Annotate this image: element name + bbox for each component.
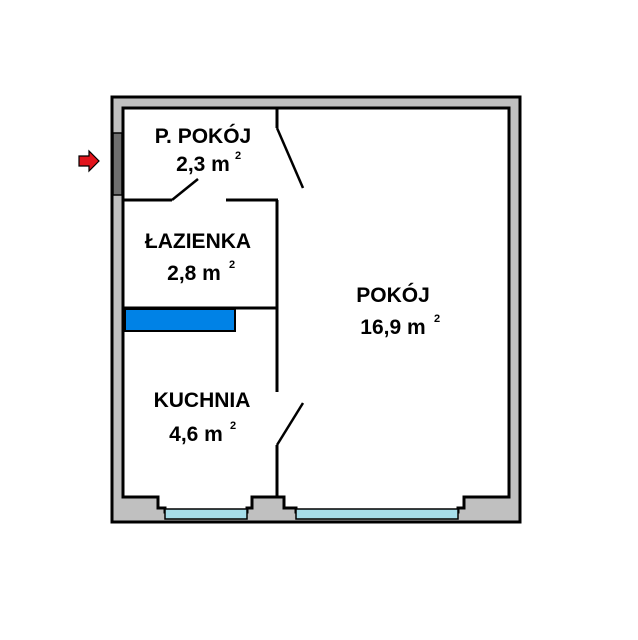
door-hallway-bathroom — [171, 178, 199, 201]
room-bathroom-name: ŁAZIENKA — [145, 230, 251, 253]
room-living: POKÓJ 16,9 m 2 — [356, 283, 440, 339]
room-kitchen-area-sup: 2 — [230, 420, 236, 432]
room-living-area: 16,9 m — [360, 316, 425, 339]
room-living-area-sup: 2 — [434, 313, 440, 325]
room-bathroom: ŁAZIENKA 2,8 m 2 — [145, 230, 251, 285]
room-living-name: POKÓJ — [356, 283, 430, 307]
room-bathroom-area-sup: 2 — [229, 259, 235, 271]
window-living-room — [295, 508, 459, 520]
door-swings — [171, 127, 305, 446]
door-kitchen-living — [275, 402, 305, 446]
entrance-arrow-icon — [78, 149, 100, 173]
door-hallway-living — [275, 127, 305, 189]
outer-wall — [110, 95, 522, 524]
room-hallway: P. POKÓJ 2,3 m 2 — [155, 124, 252, 176]
entrance-door — [112, 132, 123, 196]
bathtub — [124, 308, 236, 332]
room-kitchen-name: KUCHNIA — [154, 389, 251, 412]
room-kitchen: KUCHNIA 4,6 m 2 — [154, 389, 251, 446]
room-hallway-area-sup: 2 — [235, 150, 241, 162]
room-kitchen-area: 4,6 m — [169, 423, 223, 446]
room-hallway-area: 2,3 m — [176, 153, 230, 176]
room-bathroom-area: 2,8 m — [167, 262, 221, 285]
window-kitchen — [164, 508, 248, 520]
room-hallway-name: P. POKÓJ — [155, 124, 252, 148]
